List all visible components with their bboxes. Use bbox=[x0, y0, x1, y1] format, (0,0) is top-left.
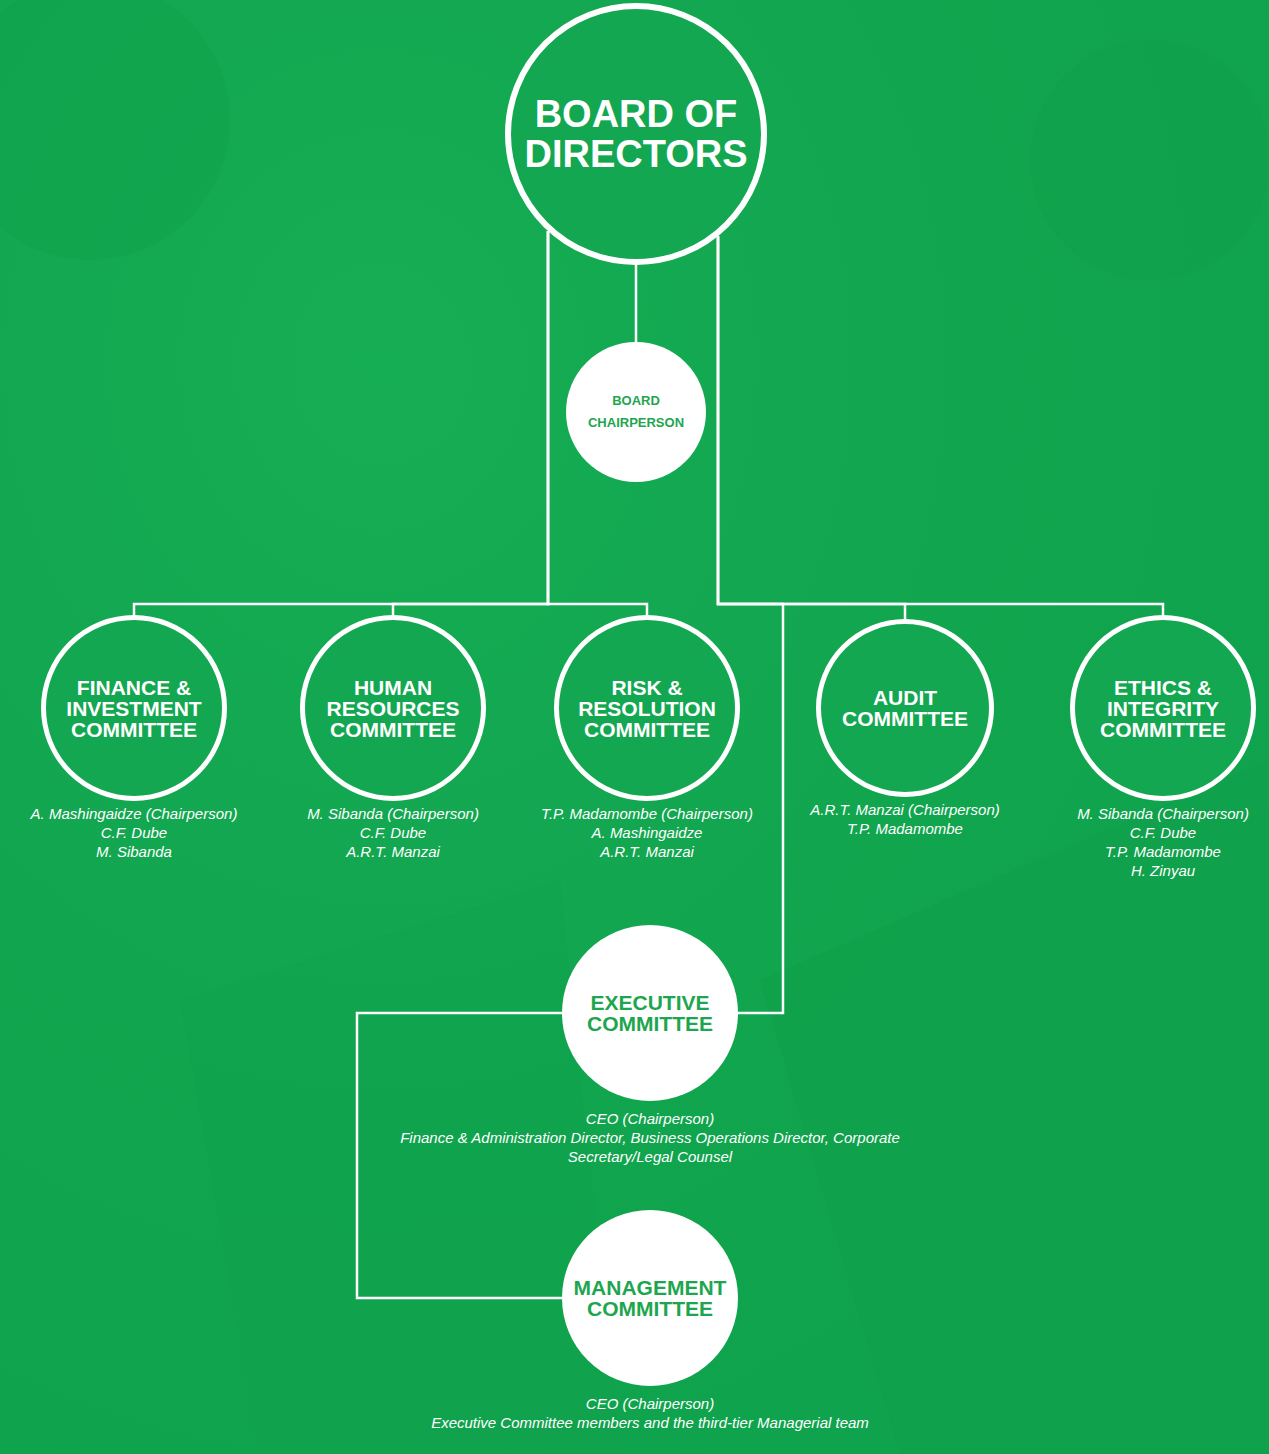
member-name: A.R.T. Manzai bbox=[307, 842, 479, 861]
member-name: C.F. Dube bbox=[307, 823, 479, 842]
member-name: M. Sibanda (Chairperson) bbox=[1077, 804, 1249, 823]
connector-line bbox=[718, 236, 1163, 615]
white-circle: EXECUTIVE COMMITTEECEO (Chairperson)Fina… bbox=[562, 925, 738, 1101]
circle-heading: MANAGEMENT COMMITTEE bbox=[574, 1277, 727, 1319]
circle-heading: EXECUTIVE COMMITTEE bbox=[587, 992, 713, 1034]
tree-shape bbox=[1030, 40, 1269, 280]
committee-circle: ETHICS & INTEGRITY COMMITTEEM. Sibanda (… bbox=[1070, 615, 1256, 801]
member-list: T.P. Madamombe (Chairperson)A. Mashingai… bbox=[541, 804, 753, 861]
white-circle: MANAGEMENT COMMITTEECEO (Chairperson)Exe… bbox=[562, 1210, 738, 1386]
member-name: C.F. Dube bbox=[1077, 823, 1249, 842]
circle-heading: HUMAN RESOURCES COMMITTEE bbox=[318, 677, 468, 740]
member-list: CEO (Chairperson)Executive Committee mem… bbox=[431, 1394, 869, 1432]
committee-circle: BOARD OF DIRECTORS bbox=[505, 3, 767, 265]
circle-heading: ETHICS & INTEGRITY COMMITTEE bbox=[1088, 677, 1238, 740]
circle-heading: BOARD OF DIRECTORS bbox=[524, 94, 747, 174]
connector-line bbox=[718, 236, 905, 619]
member-name: M. Sibanda (Chairperson) bbox=[307, 804, 479, 823]
white-circle: BOARD CHAIRPERSON bbox=[566, 342, 706, 482]
committee-circle: FINANCE & INVESTMENT COMMITTEEA. Mashing… bbox=[41, 615, 227, 801]
member-name: H. Zinyau bbox=[1077, 861, 1249, 880]
committee-circle: AUDIT COMMITTEEA.R.T. Manzai (Chairperso… bbox=[816, 619, 994, 797]
member-name: CEO (Chairperson) bbox=[400, 1109, 900, 1128]
member-name: Executive Committee members and the thir… bbox=[431, 1413, 869, 1432]
roof-shape bbox=[760, 760, 1269, 1454]
member-name: Finance & Administration Director, Busin… bbox=[400, 1128, 900, 1166]
member-name: C.F. Dube bbox=[31, 823, 238, 842]
member-name: M. Sibanda bbox=[31, 842, 238, 861]
member-name: T.P. Madamombe bbox=[1077, 842, 1249, 861]
connector-line bbox=[635, 265, 638, 342]
member-name: A.R.T. Manzai (Chairperson) bbox=[810, 800, 1000, 819]
member-name: CEO (Chairperson) bbox=[431, 1394, 869, 1413]
member-list: A. Mashingaidze (Chairperson)C.F. DubeM.… bbox=[31, 804, 238, 861]
circle-heading: RISK & RESOLUTION COMMITTEE bbox=[572, 677, 722, 740]
connector-line bbox=[357, 1013, 562, 1298]
tree-shape bbox=[0, 0, 230, 260]
roof-shape bbox=[180, 880, 620, 1454]
circle-heading: FINANCE & INVESTMENT COMMITTEE bbox=[59, 677, 209, 740]
member-list: CEO (Chairperson)Finance & Administratio… bbox=[400, 1109, 900, 1166]
connector-line bbox=[718, 236, 783, 1013]
connector-line bbox=[134, 231, 548, 615]
committee-circle: HUMAN RESOURCES COMMITTEEM. Sibanda (Cha… bbox=[300, 615, 486, 801]
circle-heading: BOARD CHAIRPERSON bbox=[588, 390, 684, 434]
committee-circle: RISK & RESOLUTION COMMITTEET.P. Madamomb… bbox=[554, 615, 740, 801]
member-name: A. Mashingaidze bbox=[541, 823, 753, 842]
circle-heading: AUDIT COMMITTEE bbox=[830, 687, 980, 729]
member-name: A.R.T. Manzai bbox=[541, 842, 753, 861]
member-name: A. Mashingaidze (Chairperson) bbox=[31, 804, 238, 823]
connector-line bbox=[393, 231, 548, 615]
member-name: T.P. Madamombe bbox=[810, 819, 1000, 838]
member-list: M. Sibanda (Chairperson)C.F. DubeA.R.T. … bbox=[307, 804, 479, 861]
member-list: A.R.T. Manzai (Chairperson)T.P. Madamomb… bbox=[810, 800, 1000, 838]
member-list: M. Sibanda (Chairperson)C.F. DubeT.P. Ma… bbox=[1077, 804, 1249, 880]
member-name: T.P. Madamombe (Chairperson) bbox=[541, 804, 753, 823]
